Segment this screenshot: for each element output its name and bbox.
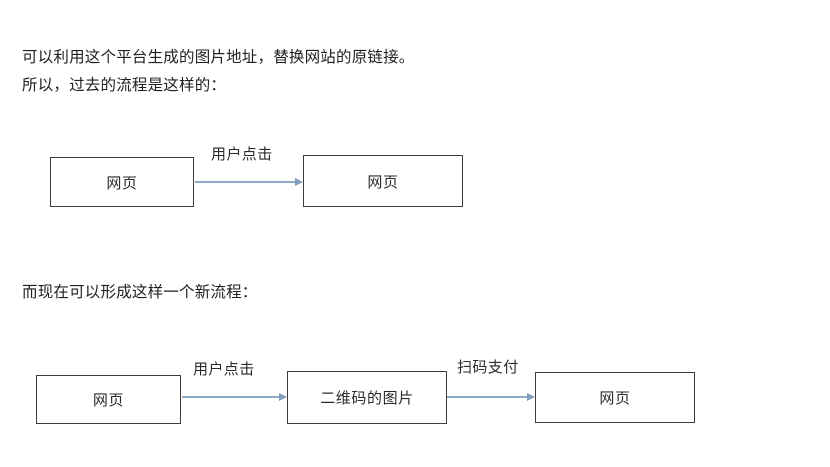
- paragraph-line-3: 而现在可以形成这样一个新流程：: [22, 284, 258, 301]
- arrow-shaft: [195, 181, 299, 183]
- flow-node-label: 网页: [367, 173, 399, 191]
- flow-node-label: 二维码的图片: [320, 390, 414, 407]
- flow-node-label: 网页: [106, 174, 138, 192]
- arrow-head-icon: [279, 392, 287, 401]
- flow-arrow-label-new-user-click: 用户点击: [193, 361, 255, 378]
- flow-node-qrcode-image: 二维码的图片: [287, 371, 447, 424]
- flow-node-new-webpage-source: 网页: [36, 375, 181, 424]
- flow-node-old-webpage-source: 网页: [50, 157, 194, 207]
- flow-node-label: 网页: [92, 392, 125, 409]
- flow-arrow-label-scan-to-pay: 扫码支付: [457, 359, 519, 376]
- arrow-shaft: [447, 396, 530, 398]
- arrow-head-icon: [527, 392, 535, 401]
- flow-arrow-scan-to-pay: [447, 391, 537, 403]
- paragraph-line-1: 可以利用这个平台生成的图片地址，替换网站的原链接。: [22, 49, 415, 66]
- arrow-head-icon: [295, 177, 303, 186]
- flow-arrow-label-old-user-click: 用户点击: [211, 146, 273, 163]
- flow-arrow-old-user-click: [195, 176, 305, 188]
- flow-node-new-webpage-target: 网页: [535, 372, 695, 423]
- flow-node-label: 网页: [599, 390, 631, 407]
- paragraph-line-2: 所以，过去的流程是这样的：: [22, 77, 227, 94]
- arrow-shaft: [182, 396, 282, 398]
- flow-node-old-webpage-target: 网页: [303, 155, 463, 207]
- flow-arrow-new-user-click: [182, 391, 289, 403]
